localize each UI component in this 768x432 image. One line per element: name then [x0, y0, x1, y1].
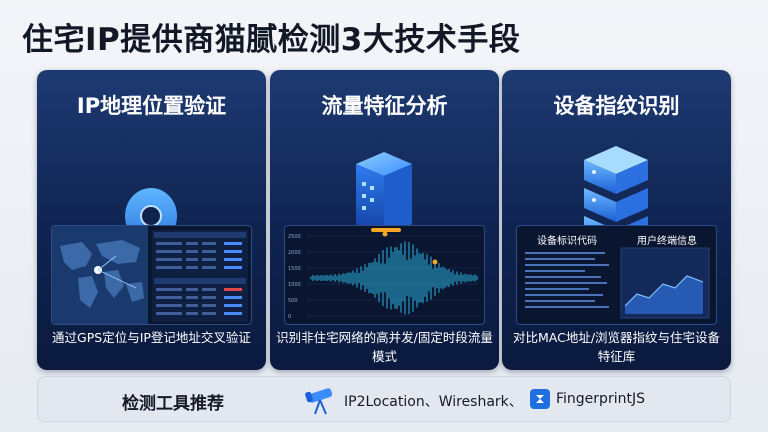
card-caption: 识别非住宅网络的高并发/固定时段流量模式	[276, 330, 493, 364]
y-tick-label: 2500	[288, 234, 301, 240]
device-code-title: 设备标识代码	[537, 236, 597, 247]
card-caption: 通过GPS定位与IP登记地址交叉验证	[52, 330, 251, 345]
tools-list-text: IP2Location、Wireshark、	[344, 394, 523, 410]
chart-svg: 2500 2000 1500 1000 500 0	[288, 228, 479, 320]
card-device-fingerprint: 设备指纹识别 设备标识代码 用户终端信息	[502, 70, 731, 370]
tools-label: 检测工具推荐	[122, 394, 224, 414]
y-tick-label: 0	[288, 314, 291, 320]
card-title: 设备指纹识别	[553, 94, 680, 118]
tools-bar: 检测工具推荐 IP2Location、Wireshark、 Fingerprin…	[37, 376, 731, 422]
terminal-info-title: 用户终端信息	[637, 236, 697, 247]
card-title: IP地理位置验证	[76, 94, 227, 118]
fingerprint-panel: 设备标识代码 用户终端信息	[516, 225, 717, 325]
y-tick-label: 500	[288, 298, 298, 304]
card-ip-geolocation: IP地理位置验证	[37, 70, 266, 370]
fingerprintjs-text: FingerprintJS	[556, 391, 645, 407]
fingerprintjs-logo-icon	[530, 389, 550, 409]
highlight-band	[371, 228, 401, 232]
card-title: 流量特征分析	[321, 94, 448, 118]
y-tick-label: 1500	[288, 266, 301, 272]
page-title: 住宅IP提供商猫腻检测3大技术手段	[22, 22, 521, 58]
highlight-marker	[382, 231, 388, 237]
traffic-wave-chart: 2500 2000 1500 1000 500 0	[284, 225, 485, 325]
highlight-marker	[432, 259, 438, 265]
y-tick-label: 1000	[288, 282, 301, 288]
ip-dashboard-screenshot	[51, 225, 252, 325]
y-tick-label: 2000	[288, 250, 301, 256]
telescope-icon	[304, 383, 338, 421]
card-caption: 对比MAC地址/浏览器指纹与住宅设备特征库	[512, 330, 721, 364]
